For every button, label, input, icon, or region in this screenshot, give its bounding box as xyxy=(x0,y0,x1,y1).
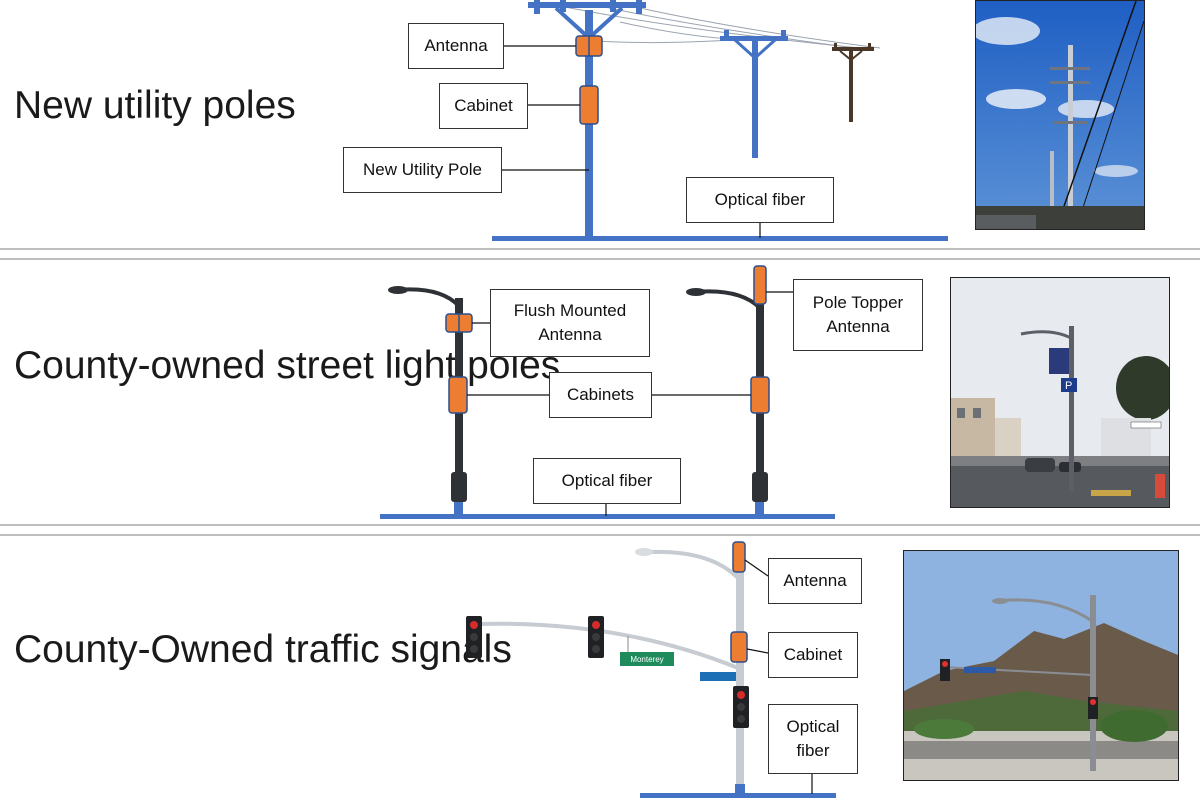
cabinet-shape xyxy=(730,631,748,663)
optical-fiber-label: Optical fiber xyxy=(686,177,834,223)
traffic-light-middle xyxy=(588,616,604,658)
section-heading: County-Owned traffic signals xyxy=(14,628,512,671)
section-heading: New utility poles xyxy=(14,84,296,127)
street-light-photo: P xyxy=(950,277,1170,508)
flush-mounted-antenna-label: Flush Mounted Antenna xyxy=(490,289,650,357)
section-divider xyxy=(0,248,1200,250)
cabinet-shape xyxy=(579,85,599,125)
antenna-shape xyxy=(732,541,746,573)
section-new-utility-poles: New utility poles xyxy=(0,0,1200,248)
section-divider xyxy=(0,534,1200,536)
leader-lines xyxy=(502,45,761,238)
traffic-signal-diagram: Monterey xyxy=(466,541,836,798)
existing-utility-pole xyxy=(720,30,788,158)
parking-sign-letter: P xyxy=(1065,380,1072,392)
section-heading: County-owned street light poles xyxy=(14,344,561,387)
street-sign-blue xyxy=(700,672,736,681)
cabinet-shape xyxy=(448,376,468,414)
traffic-light-pole xyxy=(733,686,749,728)
traffic-signal-photo xyxy=(903,550,1179,781)
power-lines xyxy=(559,5,881,51)
cabinets-label: Cabinets xyxy=(549,372,652,418)
cabinet-label: Cabinet xyxy=(768,632,858,678)
optical-fiber-line xyxy=(380,514,835,519)
light-arm xyxy=(649,549,740,580)
pole-topper-antenna-label: Pole Topper Antenna xyxy=(793,279,923,351)
optical-fiber-line xyxy=(492,236,948,241)
antenna-label: Antenna xyxy=(408,23,504,69)
street-light-diagram xyxy=(380,265,835,519)
cabinet-label: Cabinet xyxy=(439,83,528,129)
leader-lines xyxy=(744,559,813,794)
optical-fiber-label: Optical fiber xyxy=(768,704,858,774)
section-traffic-signals: County-Owned traffic signals xyxy=(0,538,1200,798)
utility-pole-photo xyxy=(975,0,1145,230)
signal-mast-arm xyxy=(474,621,739,670)
section-street-light-poles: County-owned street light poles xyxy=(0,262,1200,524)
cabinet-shape xyxy=(750,376,770,414)
pole-topper-antenna-shape xyxy=(753,265,767,305)
section-divider xyxy=(0,524,1200,526)
signal-pole xyxy=(736,546,744,792)
section-divider xyxy=(0,258,1200,260)
wooden-pole xyxy=(832,43,874,122)
new-utility-pole-label: New Utility Pole xyxy=(343,147,502,193)
traffic-light-left xyxy=(466,616,482,658)
antenna-label: Antenna xyxy=(768,558,862,604)
street-sign-green xyxy=(620,652,674,666)
street-sign-text: Monterey xyxy=(630,655,663,664)
utility-pole-diagram xyxy=(492,0,948,241)
optical-fiber-label: Optical fiber xyxy=(533,458,681,504)
